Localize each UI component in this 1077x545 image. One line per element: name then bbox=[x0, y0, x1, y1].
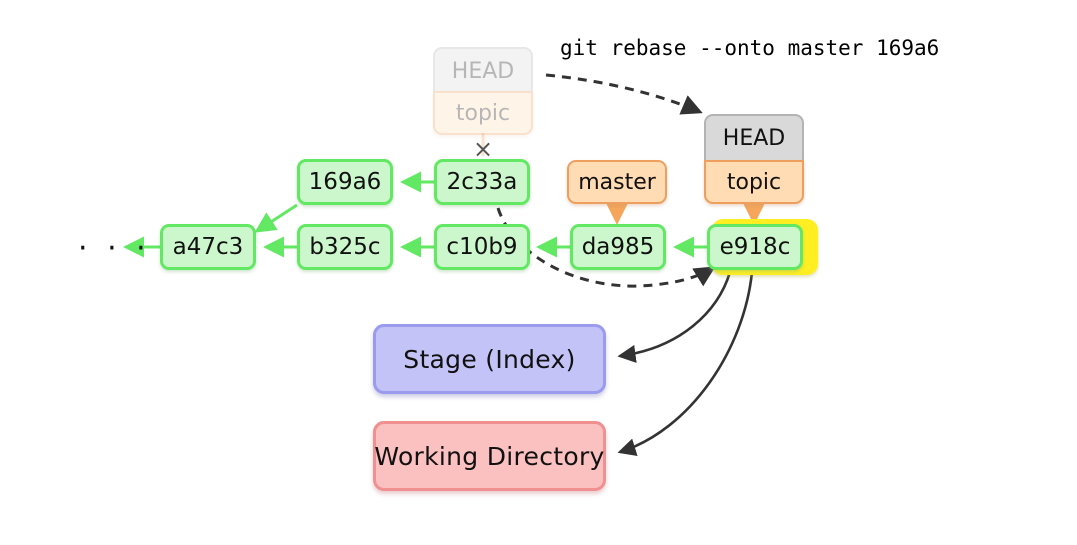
edge-e918c-to-stage bbox=[617, 271, 732, 363]
edge-rebase-head-move bbox=[545, 73, 703, 115]
commit-node-c10b9[interactable]: c10b9 bbox=[434, 224, 530, 270]
cross-icon: × bbox=[473, 135, 494, 163]
commit-node-da985[interactable]: da985 bbox=[570, 224, 666, 270]
master-branch-label: master bbox=[567, 160, 667, 204]
ghost-head-label: HEAD bbox=[433, 47, 533, 93]
commit-node-a47c3[interactable]: a47c3 bbox=[160, 224, 256, 270]
head-label: HEAD bbox=[704, 114, 804, 160]
ellipsis-more-commits: · · · bbox=[78, 231, 151, 266]
commit-node-169a6[interactable]: 169a6 bbox=[297, 159, 393, 205]
edge-e918c-to-working-directory bbox=[617, 271, 754, 456]
command-text: git rebase --onto master 169a6 bbox=[560, 36, 940, 60]
working-directory-box[interactable]: Working Directory bbox=[373, 421, 606, 491]
edge-169a6-to-a47c3 bbox=[254, 203, 298, 233]
commit-node-e918c[interactable]: e918c bbox=[707, 224, 803, 270]
commit-node-2c33a[interactable]: 2c33a bbox=[434, 159, 530, 205]
commit-node-b325c[interactable]: b325c bbox=[297, 224, 393, 270]
topic-branch-label: topic bbox=[704, 160, 804, 204]
stage-index-box[interactable]: Stage (Index) bbox=[373, 324, 606, 394]
ghost-topic-label: topic bbox=[433, 91, 533, 135]
